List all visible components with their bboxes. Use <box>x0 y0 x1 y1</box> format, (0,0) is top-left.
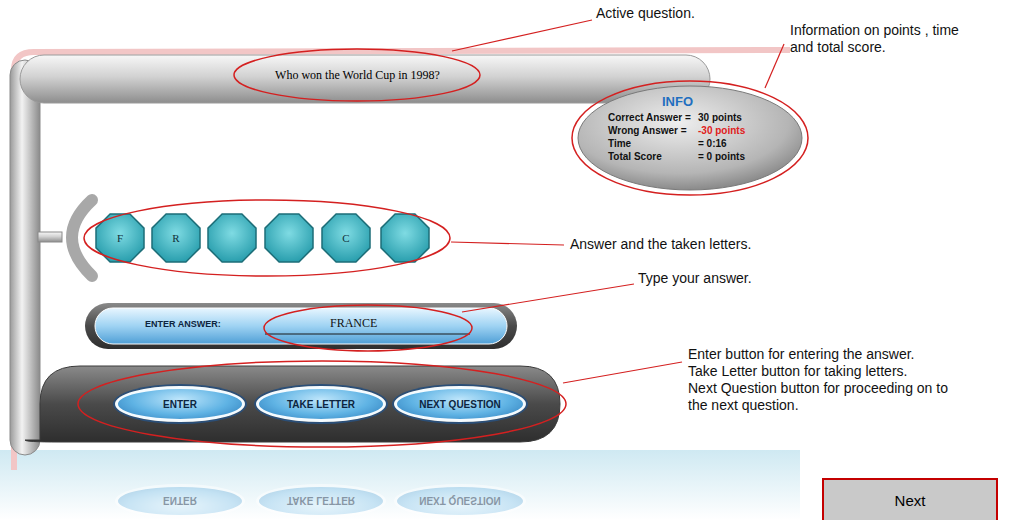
highlight-ellipse <box>572 81 808 195</box>
leader-line <box>451 242 564 245</box>
leader-lines <box>451 20 784 383</box>
enter-button: ENTER <box>115 386 245 422</box>
info-panel: INFO Correct Answer = 30 pointsWrong Answe… <box>590 90 790 186</box>
frame-post <box>10 60 40 455</box>
frame-shadow <box>14 50 790 470</box>
leader-line <box>563 362 682 383</box>
leader-line <box>452 20 592 51</box>
callout-text: Answer and the taken letters. <box>570 236 751 253</box>
node-text: FRANCE <box>330 316 377 331</box>
node-text: Next <box>895 492 926 509</box>
node-text: -30 points <box>698 125 745 136</box>
node-text: Total Score <box>608 151 662 162</box>
callout-text: Take Letter button for taking letters. <box>688 363 907 380</box>
button-reflection: ENTER TAKE LETTER NEXT QUESTION <box>0 448 600 520</box>
question-bar <box>20 55 710 103</box>
letter-tile <box>381 214 429 262</box>
callout-text: Active question. <box>596 5 695 22</box>
holder-arm <box>38 232 62 242</box>
callout-text: Information on points , time and total s… <box>790 22 980 56</box>
callout-label: Enter button for entering the answer. <box>688 346 914 362</box>
letter-tile: R <box>156 222 196 254</box>
letter-tile <box>322 214 370 262</box>
node-text: TAKE LETTER <box>287 399 355 410</box>
letter-tile: F <box>100 222 140 254</box>
tile-bracket <box>72 200 92 276</box>
node-text: 30 points <box>698 112 742 123</box>
answer-bar-field <box>95 308 507 344</box>
node-text: R <box>172 232 179 244</box>
highlight-ellipse <box>78 361 566 447</box>
callout-label: Type your answer. <box>638 270 752 286</box>
callout-text: Enter button for entering the answer. <box>688 346 914 363</box>
node-text: = 0:16 <box>698 138 727 149</box>
reflected-button: TAKE LETTER <box>256 484 386 518</box>
node-text: Who won the World Cup in 1998? <box>275 68 440 83</box>
button-band <box>25 366 560 442</box>
reflection-text: TAKE LETTER <box>287 496 355 507</box>
highlight-ellipse <box>264 305 472 351</box>
reflection-text: NEXT QUESTION <box>419 496 501 507</box>
reflected-button: NEXT QUESTION <box>394 484 526 518</box>
letter-tiles <box>96 214 429 262</box>
answer-input-bar: ENTER ANSWER: FRANCE <box>95 308 507 344</box>
next-button: Next <box>822 478 998 520</box>
callout-label: Take Letter button for taking letters. <box>688 363 907 379</box>
next-question-button: NEXT QUESTION <box>394 386 526 422</box>
callout-label: Next Question button for proceeding on t… <box>688 380 948 413</box>
take-letter-button: TAKE LETTER <box>256 386 386 422</box>
callout-label: Information on points , time and total s… <box>790 22 959 55</box>
node-text: Correct Answer = <box>608 112 691 123</box>
callout-text: Type your answer. <box>638 270 752 287</box>
letter-tile <box>152 214 200 262</box>
reflected-button: ENTER <box>115 484 245 518</box>
letter-tile <box>208 214 256 262</box>
question-text-box: Who won the World Cup in 1998? <box>245 60 470 90</box>
info-disc <box>578 86 802 190</box>
callout-label: Answer and the taken letters. <box>570 236 751 252</box>
node-text: NEXT QUESTION <box>419 399 501 410</box>
letter-tile: C <box>326 222 366 254</box>
highlight-ellipse <box>234 49 480 101</box>
callout-text: Next Question button for proceeding on t… <box>688 380 960 414</box>
callout-label: Active question. <box>596 5 695 21</box>
node-text: INFO <box>662 94 693 109</box>
reflection-text: ENTER <box>163 496 197 507</box>
node-text: C <box>342 232 349 244</box>
node-text: ENTER ANSWER: <box>145 319 221 329</box>
leader-line <box>765 44 784 88</box>
highlight-ellipse <box>84 200 450 276</box>
node-text: Wrong Answer = <box>608 125 687 136</box>
node-text: = 0 points <box>698 151 745 162</box>
floor-band <box>0 450 800 520</box>
leader-line <box>462 284 634 312</box>
node-text: Time <box>608 138 631 149</box>
node-text: F <box>117 232 123 244</box>
node-text: ENTER <box>163 399 197 410</box>
letter-tile <box>265 214 313 262</box>
input-underline <box>265 334 470 335</box>
